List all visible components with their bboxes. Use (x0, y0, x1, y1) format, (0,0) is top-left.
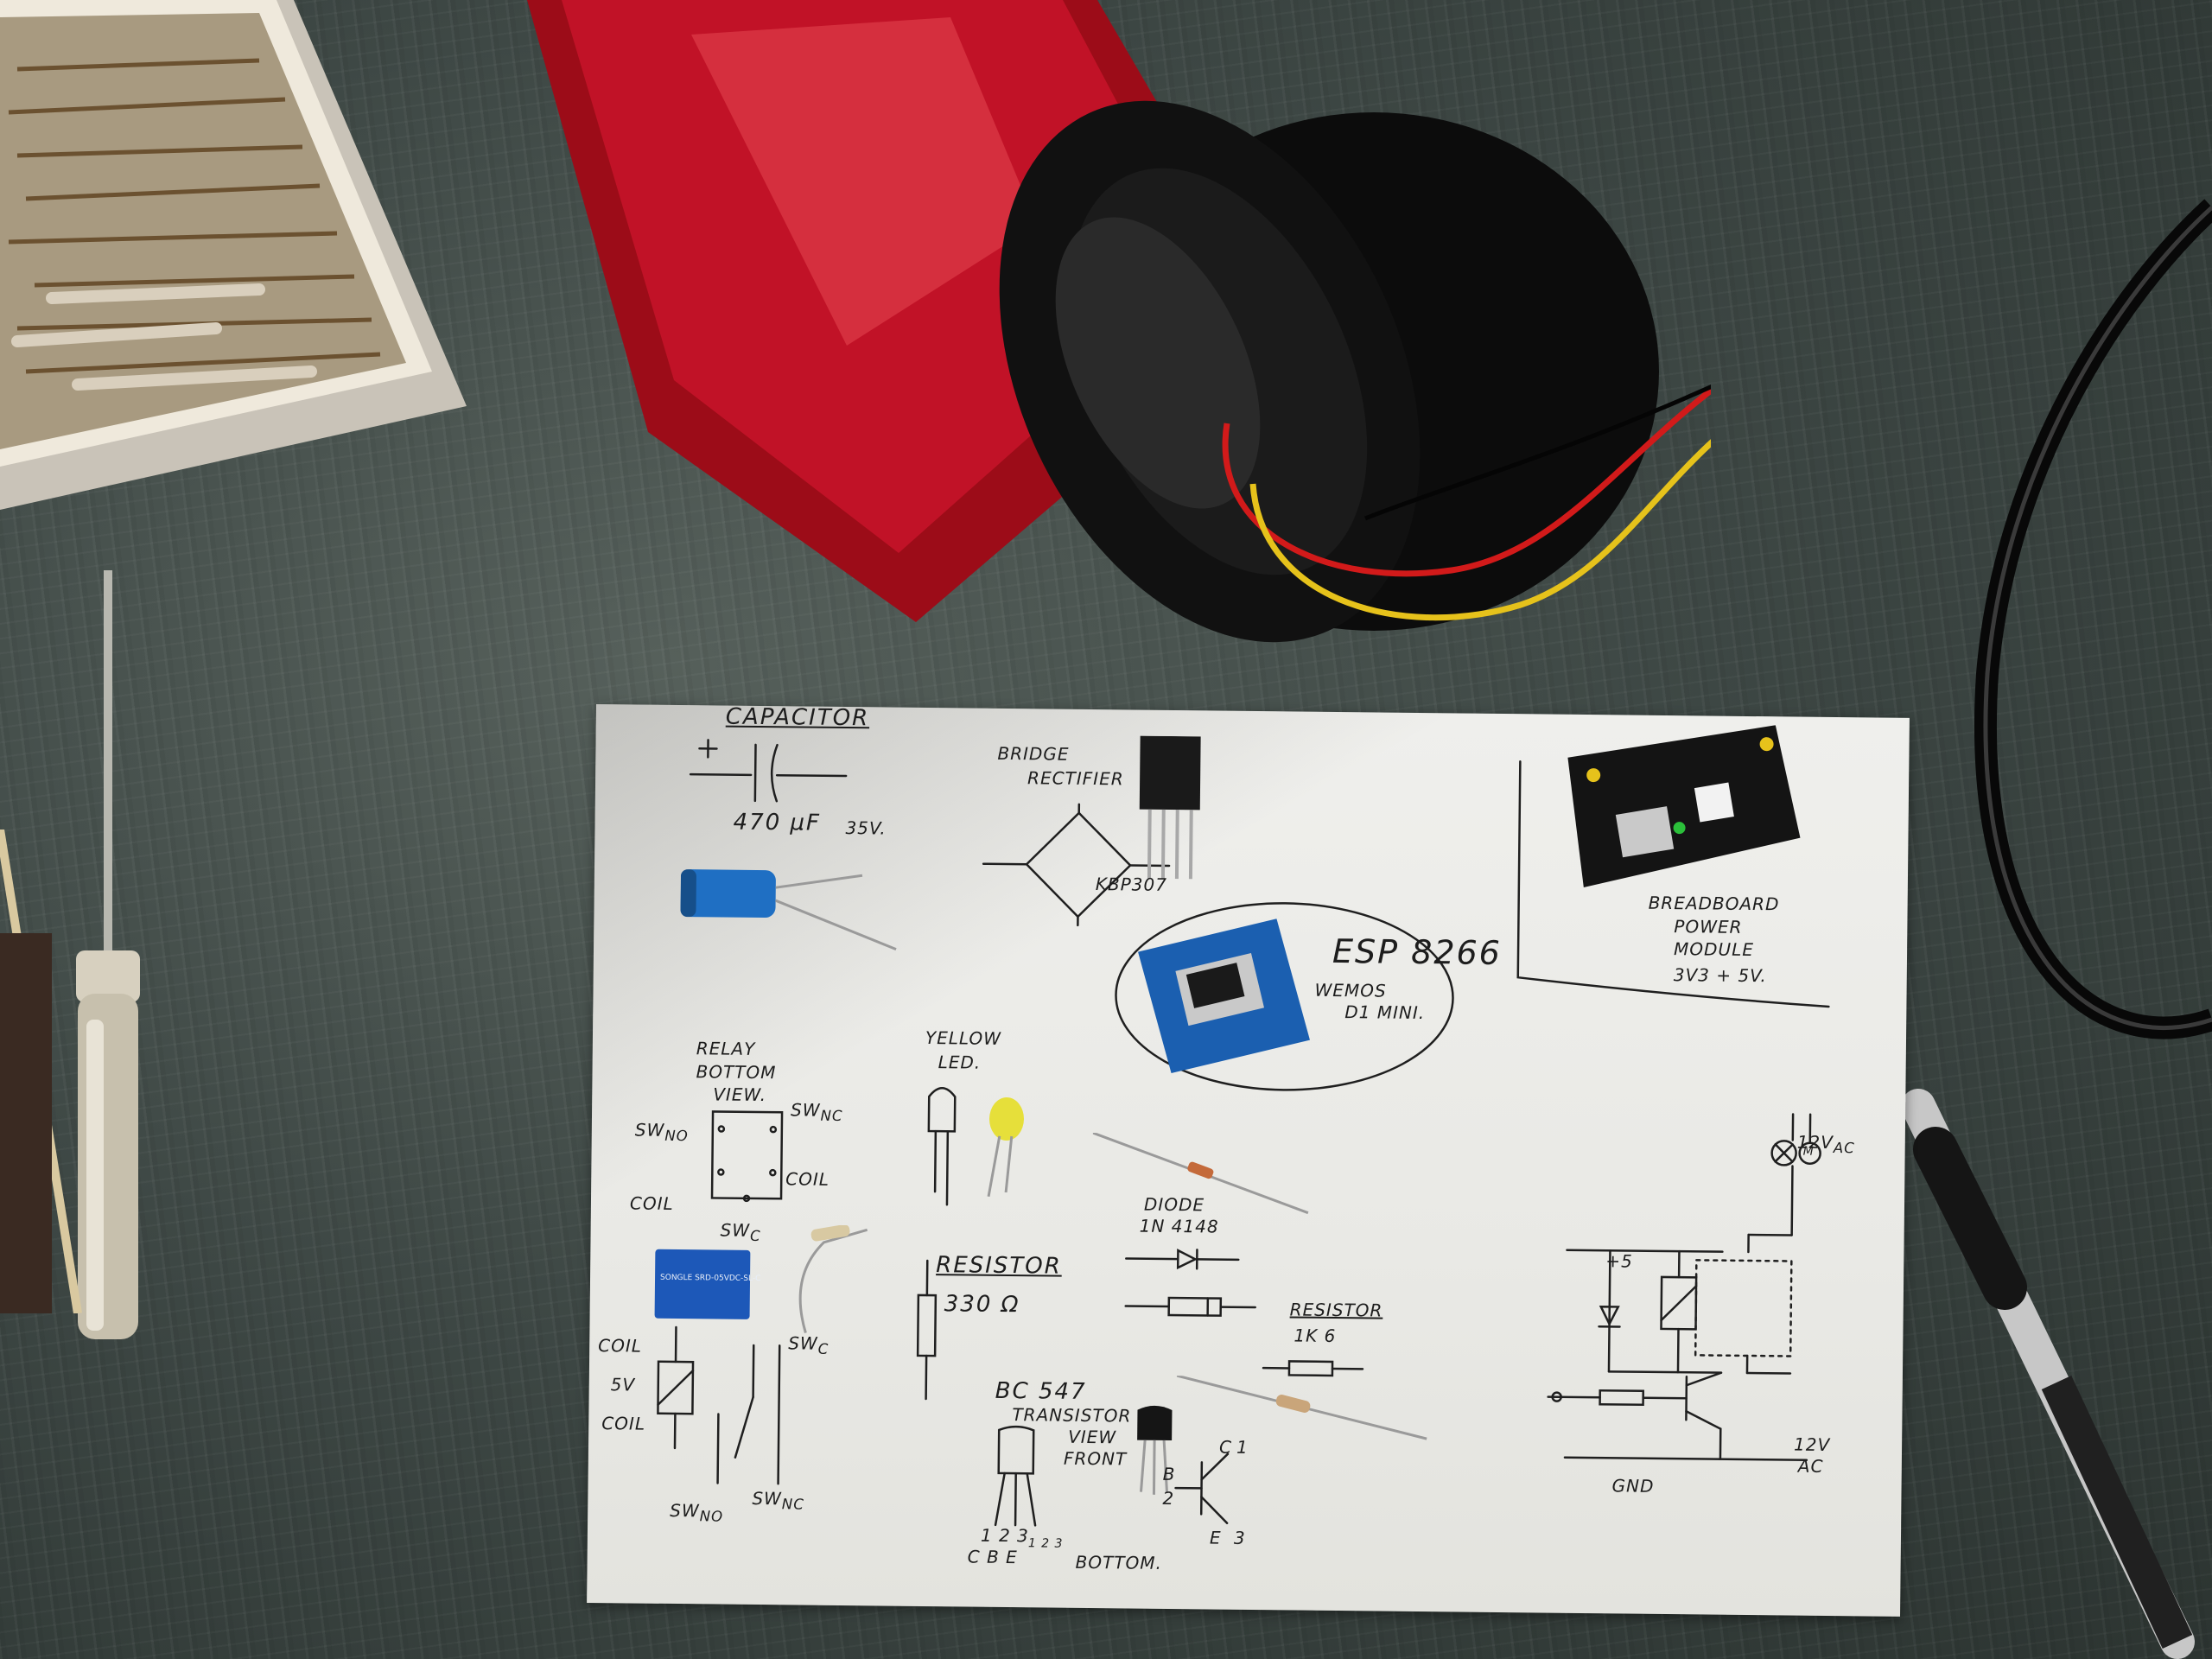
breadboard-line-4: 3V3 + 5V. (1673, 964, 1767, 987)
transistor-c-num: 1 (1236, 1436, 1249, 1458)
circuit-bottom-ac-1: 12V (1793, 1433, 1831, 1456)
resistor-330-value: 330 Ω (944, 1291, 1020, 1319)
transistor-pin-letters: C B E (967, 1546, 1018, 1568)
relay-title-1: RELAY (696, 1038, 756, 1059)
esp-title: ESP 8266 (1332, 931, 1503, 972)
beacon-lamp-icon (527, 0, 1711, 643)
circuit-vplus: +5 (1605, 1250, 1633, 1272)
diode-line-2: 1N 4148 (1139, 1215, 1219, 1237)
relay-coil-top: COIL (598, 1335, 643, 1357)
wooden-stick-icon (0, 830, 82, 1313)
transistor-bottom-pins: 1 2 3 (1027, 1536, 1064, 1551)
screwdriver-icon (76, 570, 140, 1339)
transistor-front-symbol (994, 1425, 1037, 1527)
esp-outline (1115, 902, 1454, 1091)
diode-symbol (1124, 1249, 1256, 1317)
relay-bottom-symbol (710, 1110, 784, 1203)
diode-line-1: DIODE (1143, 1193, 1205, 1216)
relay-coil-right: COIL (785, 1168, 830, 1190)
resistor-1k6-value: 1K 6 (1294, 1325, 1337, 1347)
relay-sw-no: SWNO (634, 1119, 689, 1145)
relay-5v: 5V (610, 1374, 636, 1395)
breadboard-power-module (1567, 725, 1801, 887)
transistor-component (1137, 1405, 1173, 1495)
relay-sw-no2: SWNO (670, 1499, 724, 1525)
resistor-1k6-title: RESISTOR (1289, 1299, 1383, 1321)
relay-component: SONGLE SRD-05VDC-SL-C (654, 1249, 760, 1319)
relay-title-3: VIEW. (713, 1084, 767, 1106)
circuit-lamp-m: M (1802, 1144, 1815, 1159)
relay-coil-left: COIL (629, 1192, 674, 1214)
circuit-gnd: GND (1611, 1475, 1655, 1497)
relay-schematic (657, 1325, 781, 1485)
transistor-title-2: TRANSISTOR (1012, 1404, 1132, 1427)
led-component (987, 1097, 1025, 1198)
capacitor-component (680, 869, 897, 951)
relay-sw-nc2: SWNC (752, 1487, 804, 1513)
cable-icon (1974, 199, 2212, 1039)
relay-sw-c: SWC (720, 1219, 761, 1245)
transistor-pins: 1 2 3 (980, 1524, 1029, 1547)
esp-line-2: D1 MINI. (1344, 1001, 1426, 1024)
transistor-b-num: 2 (1162, 1487, 1175, 1510)
schematic-paper: CAPACITOR 470 µF 35V. BRIDGE RECTIFIER K… (587, 704, 1910, 1617)
circuit-bottom-ac-2: AC (1797, 1455, 1824, 1477)
led-symbol (927, 1086, 957, 1206)
transistor-c: C (1218, 1436, 1233, 1458)
relay-component-label: SONGLE SRD-05VDC-SL-C (660, 1273, 761, 1284)
resistor-box-icon (0, 0, 467, 510)
led-line-1: YELLOW (925, 1027, 1002, 1049)
breadboard-line-3: MODULE (1673, 938, 1755, 961)
transistor-e: E (1209, 1527, 1222, 1548)
bridge-rectifier-component (1139, 735, 1201, 880)
resistor-330-title: RESISTOR (936, 1252, 1062, 1280)
bridge-title-2: RECTIFIER (1027, 767, 1124, 790)
relay-sw-nc: SWNC (790, 1099, 843, 1125)
transistor-b: B (1162, 1463, 1176, 1485)
transistor-bottom: BOTTOM. (1075, 1551, 1163, 1573)
resistor-330-symbol (916, 1259, 938, 1401)
bridge-part: KBP307 (1095, 874, 1168, 895)
capacitor-value: 470 µF (733, 809, 822, 836)
transistor-view-2: FRONT (1063, 1447, 1128, 1470)
main-circuit-schematic (1547, 1113, 1821, 1461)
pen-icon (1901, 1089, 2195, 1659)
transistor-e-num: 3 (1233, 1527, 1246, 1548)
resistor-330-component (798, 1224, 868, 1334)
resistor-1k6-symbol (1262, 1360, 1364, 1377)
transistor-symbol (1174, 1452, 1230, 1524)
transistor-title-1: BC 547 (995, 1377, 1087, 1405)
resistor-1k6-component (1176, 1376, 1427, 1440)
esp8266-board (1138, 918, 1310, 1073)
transistor-view-1: VIEW (1068, 1426, 1117, 1448)
capacitor-title: CAPACITOR (725, 703, 870, 732)
relay-coil-bottom: COIL (601, 1413, 646, 1434)
led-line-2: LED. (938, 1052, 982, 1073)
esp-line-1: WEMOS (1314, 979, 1387, 1001)
breadboard-line-1: BREADBOARD (1648, 892, 1780, 915)
breadboard-line-2: POWER (1674, 916, 1743, 938)
bridge-title-1: BRIDGE (997, 742, 1070, 765)
relay-title-2: BOTTOM (696, 1061, 777, 1084)
breadboard-outline (1516, 760, 1830, 1008)
capacitor-symbol (689, 739, 848, 803)
diode-component (1092, 1133, 1309, 1215)
capacitor-voltage: 35V. (845, 817, 887, 839)
